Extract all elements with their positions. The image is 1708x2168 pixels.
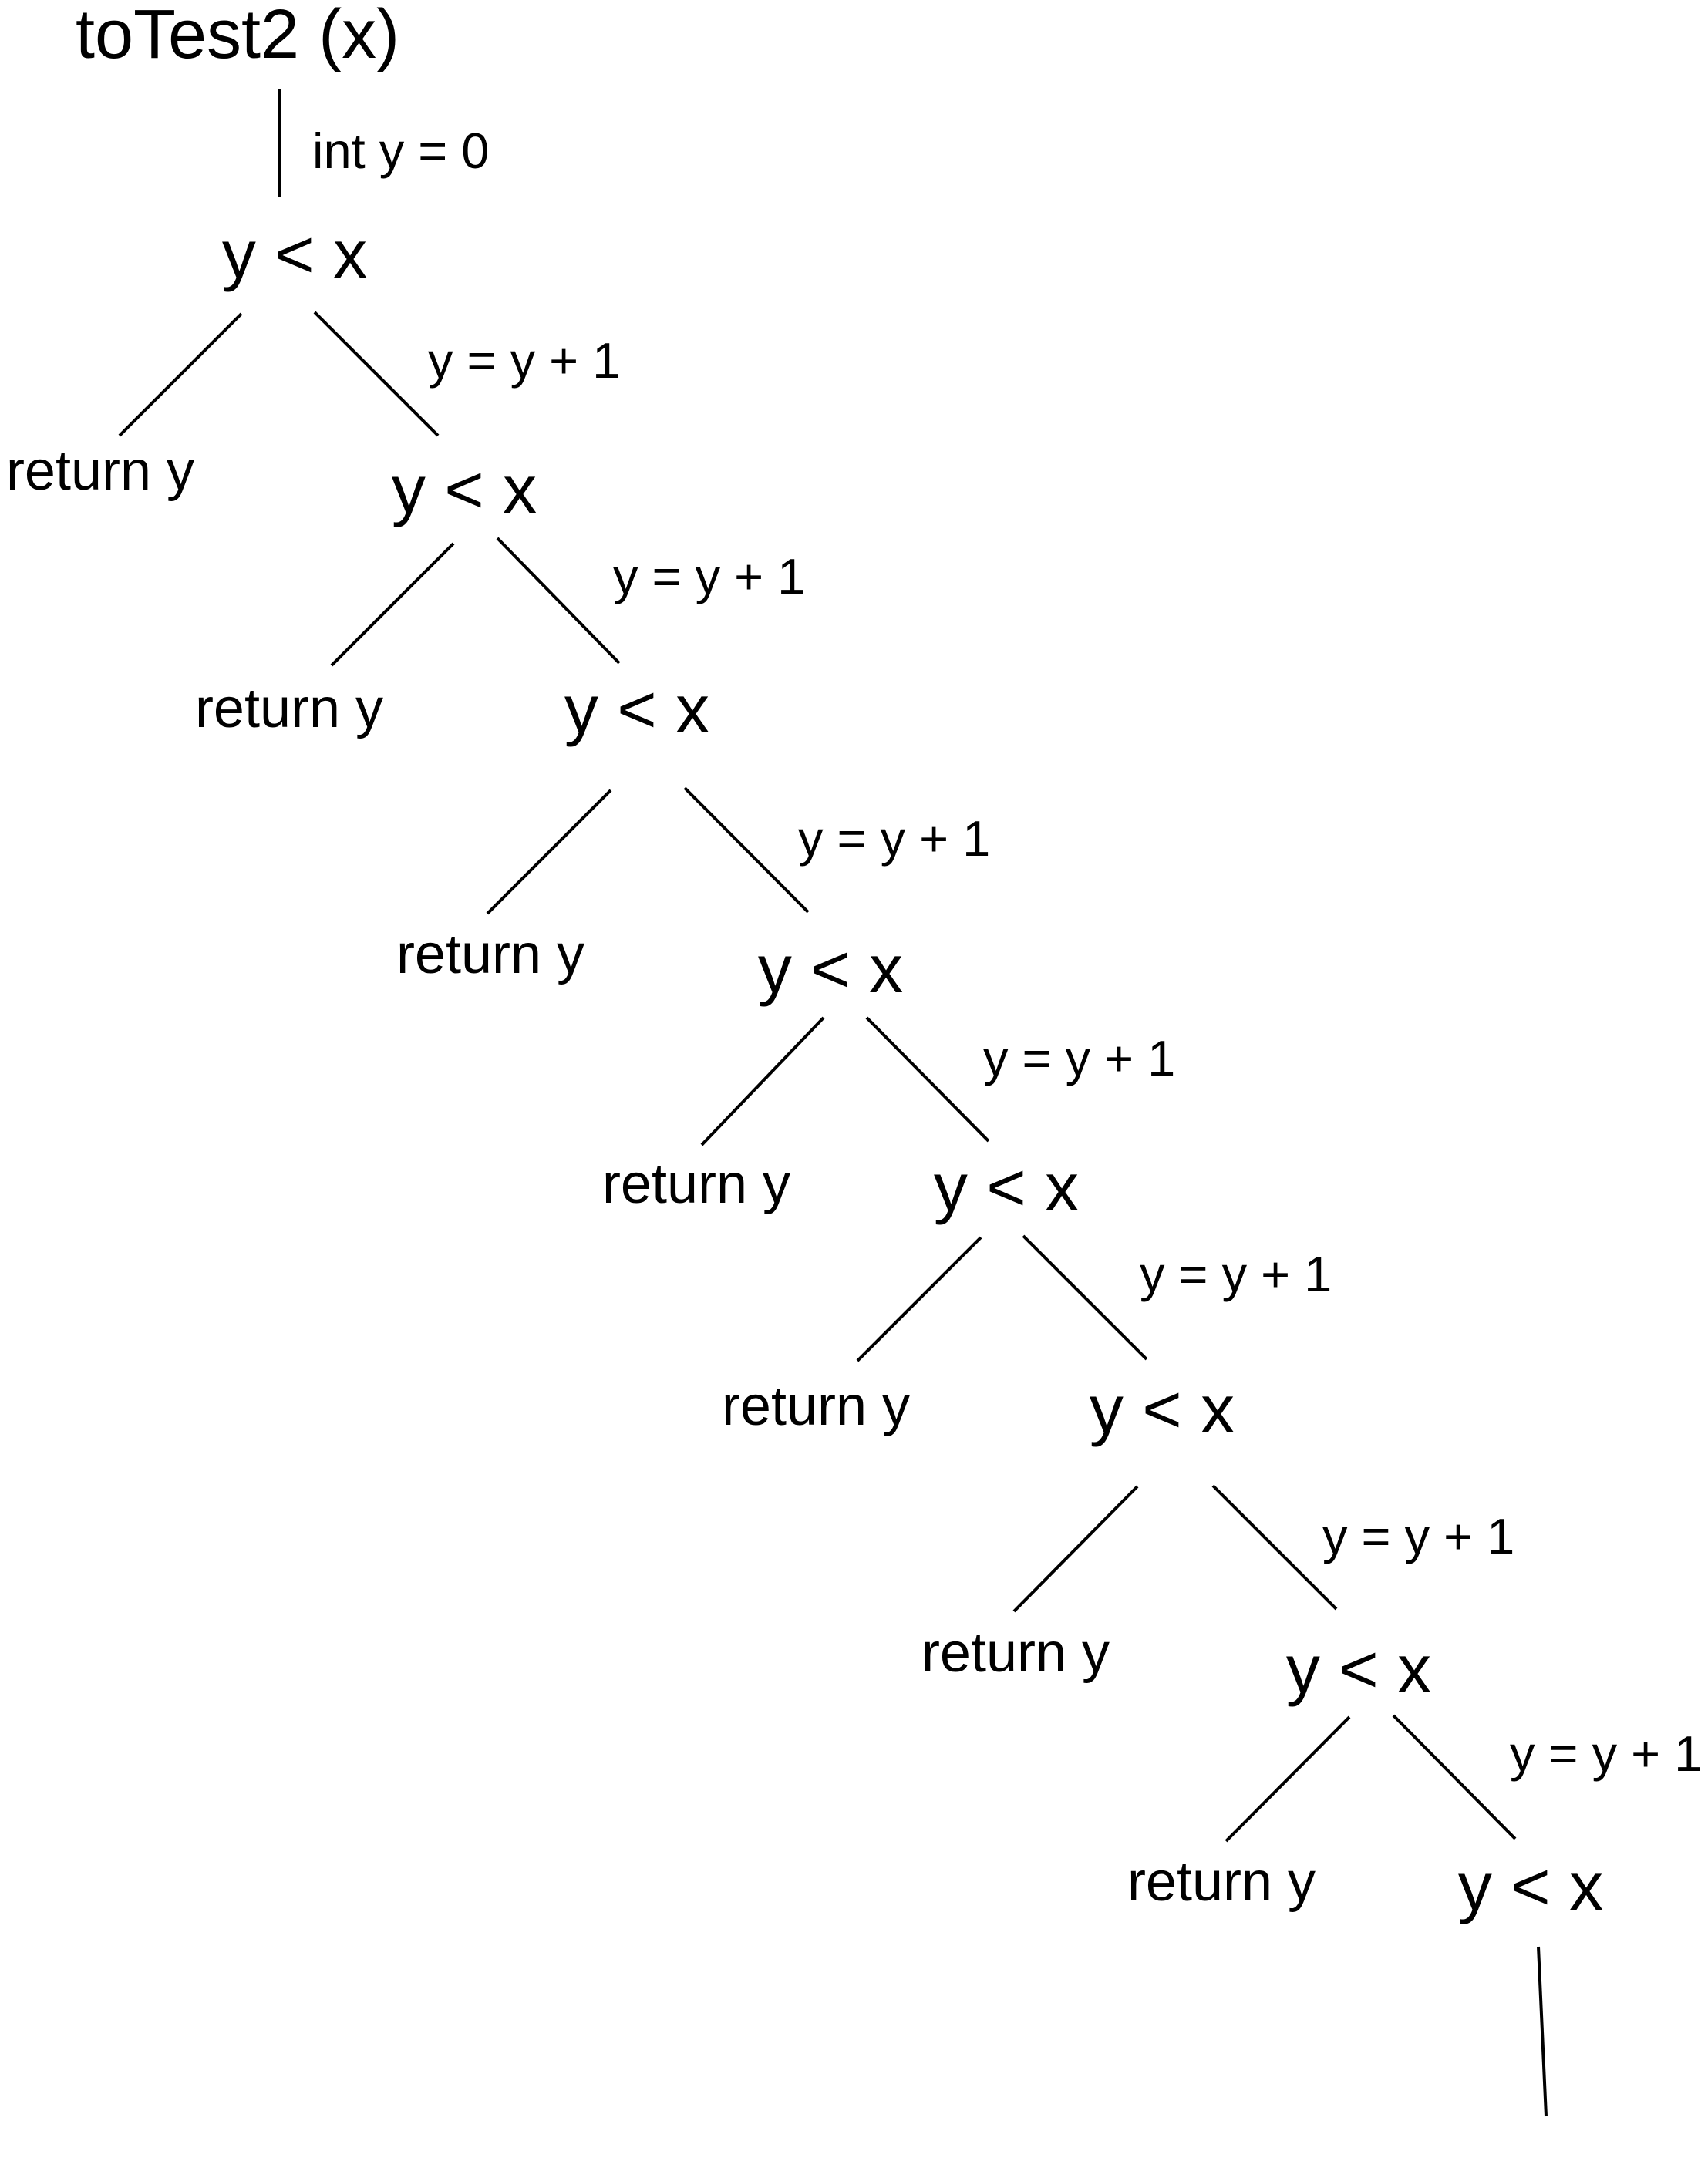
increment-label-1: y = y + 1: [428, 332, 620, 389]
increment-label-4: y = y + 1: [983, 1030, 1175, 1086]
return-leaf-7: return y: [1127, 1851, 1316, 1913]
increment-edge-2: [496, 537, 621, 665]
return-leaf-5: return y: [722, 1375, 910, 1437]
return-edge-3: [486, 789, 612, 915]
return-edge-1: [118, 312, 243, 437]
return-leaf-3: return y: [396, 924, 584, 985]
condition-node-2: y < x: [392, 451, 537, 527]
increment-label-6: y = y + 1: [1322, 1508, 1514, 1564]
increment-label-7: y = y + 1: [1510, 1725, 1702, 1782]
condition-node-8: y < x: [1458, 1848, 1603, 1924]
condition-node-7: y < x: [1286, 1631, 1431, 1707]
condition-node-4: y < x: [758, 931, 903, 1007]
return-leaf-1: return y: [6, 440, 194, 502]
init-label: int y = 0: [312, 123, 489, 179]
increment-edge-1: [313, 311, 440, 437]
increment-label-3: y = y + 1: [798, 810, 990, 867]
continuation-ellipsis: . . .: [1437, 2109, 1671, 2168]
increment-edge-3: [683, 786, 810, 914]
increment-label-2: y = y + 1: [613, 548, 805, 604]
increment-edge-7: [1392, 1714, 1517, 1840]
condition-node-3: y < x: [564, 671, 709, 747]
return-leaf-2: return y: [195, 678, 383, 739]
return-edge-7: [1225, 1715, 1351, 1843]
return-leaf-4: return y: [602, 1153, 790, 1215]
return-edge-5: [856, 1236, 982, 1362]
return-edge-4: [700, 1016, 825, 1146]
return-leaf-6: return y: [921, 1622, 1110, 1684]
condition-node-1: y < x: [222, 216, 367, 292]
increment-edge-6: [1211, 1484, 1338, 1611]
return-edge-6: [1012, 1485, 1139, 1613]
increment-edge-5: [1022, 1234, 1148, 1361]
continuation-edge: [1537, 1946, 1548, 2117]
condition-node-6: y < x: [1090, 1371, 1235, 1447]
increment-label-5: y = y + 1: [1140, 1246, 1332, 1302]
function-title: toTest2 (x): [76, 0, 399, 73]
condition-node-5: y < x: [934, 1149, 1079, 1225]
increment-edge-4: [865, 1016, 990, 1143]
return-edge-2: [330, 542, 455, 667]
